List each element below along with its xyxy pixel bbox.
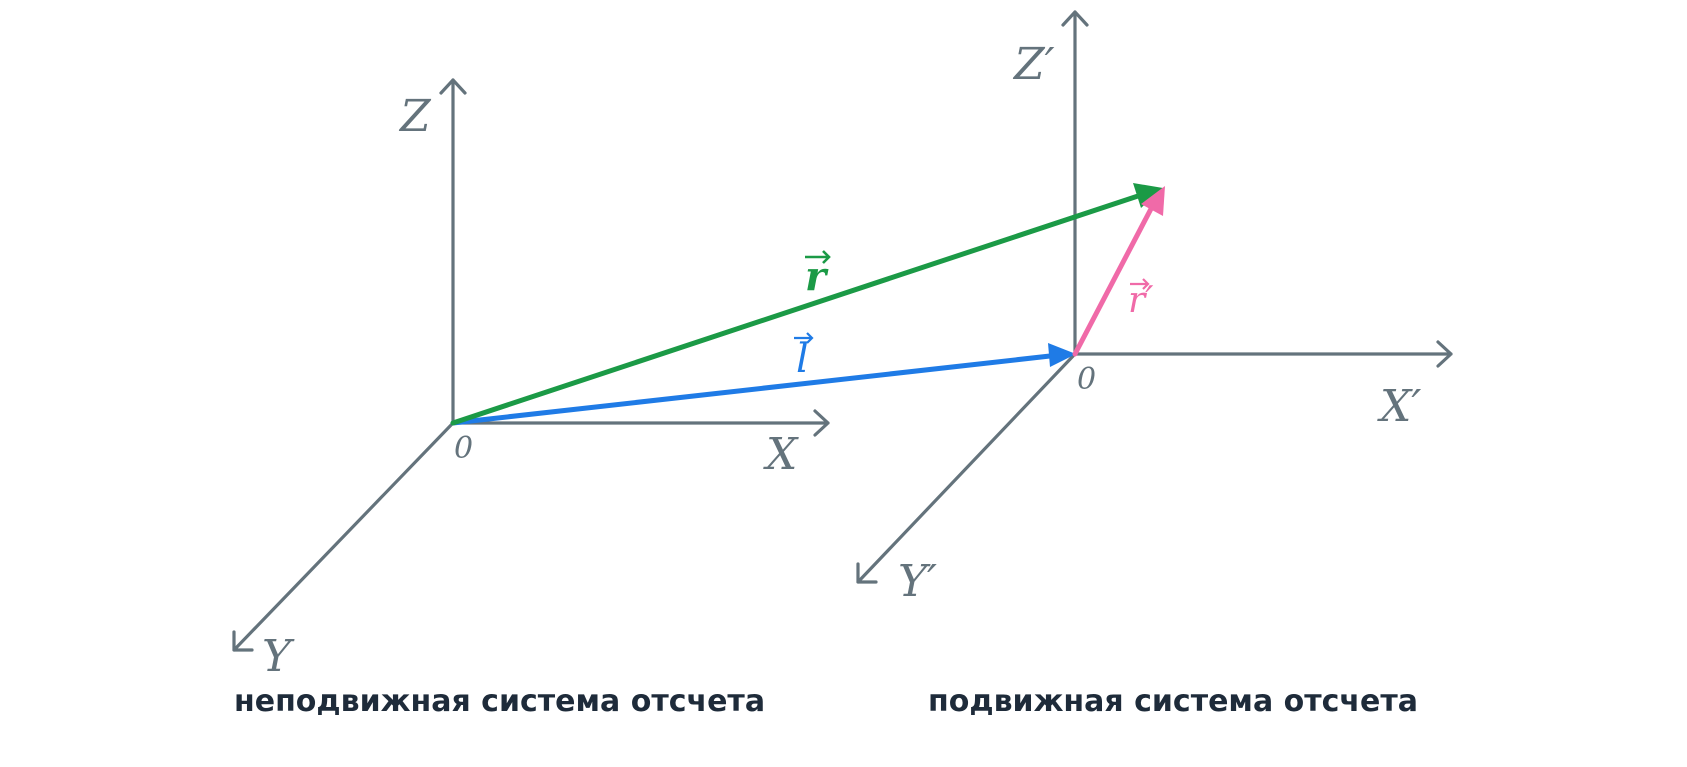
vector-r-prime-line	[1072, 202, 1156, 357]
vector-l-label: l	[796, 336, 809, 382]
vector-l-arrow-sign	[794, 332, 814, 344]
moving-z-axis	[1061, 10, 1089, 356]
moving-frame: Z′ X′ Y′ 0	[856, 10, 1453, 607]
vector-r: r	[450, 183, 1163, 426]
fixed-frame: Z X Y 0	[232, 78, 830, 682]
vector-l-arrowhead	[1048, 343, 1076, 367]
fixed-y-axis	[232, 421, 455, 652]
vector-r-prime: r′	[1072, 186, 1165, 357]
vector-r-prime-label: r′	[1128, 280, 1153, 321]
vector-r-line	[450, 193, 1141, 426]
fixed-z-label: Z	[398, 91, 432, 142]
fixed-y-label: Y	[262, 631, 295, 682]
moving-x-axis	[1073, 340, 1453, 368]
moving-y-axis	[856, 352, 1077, 584]
moving-origin-label: 0	[1077, 362, 1096, 397]
moving-z-label: Z′	[1012, 39, 1055, 90]
fixed-origin-label: 0	[454, 431, 473, 466]
vector-r-prime-arrow-sign	[1130, 278, 1150, 290]
fixed-x-axis	[451, 409, 830, 437]
moving-y-label: Y′	[898, 556, 937, 607]
vector-l-line	[450, 353, 1053, 426]
vector-r-arrow-sign	[805, 250, 831, 264]
moving-x-label: X′	[1377, 381, 1421, 432]
vector-r-prime-arrowhead	[1141, 186, 1165, 216]
fixed-z-axis	[439, 78, 467, 425]
fixed-x-label: X	[763, 429, 799, 480]
vector-r-arrowhead	[1133, 183, 1163, 208]
moving-frame-caption: подвижная система отсчета	[928, 684, 1418, 719]
vector-l: l	[450, 332, 1076, 426]
fixed-frame-caption: неподвижная система отсчета	[234, 684, 766, 719]
